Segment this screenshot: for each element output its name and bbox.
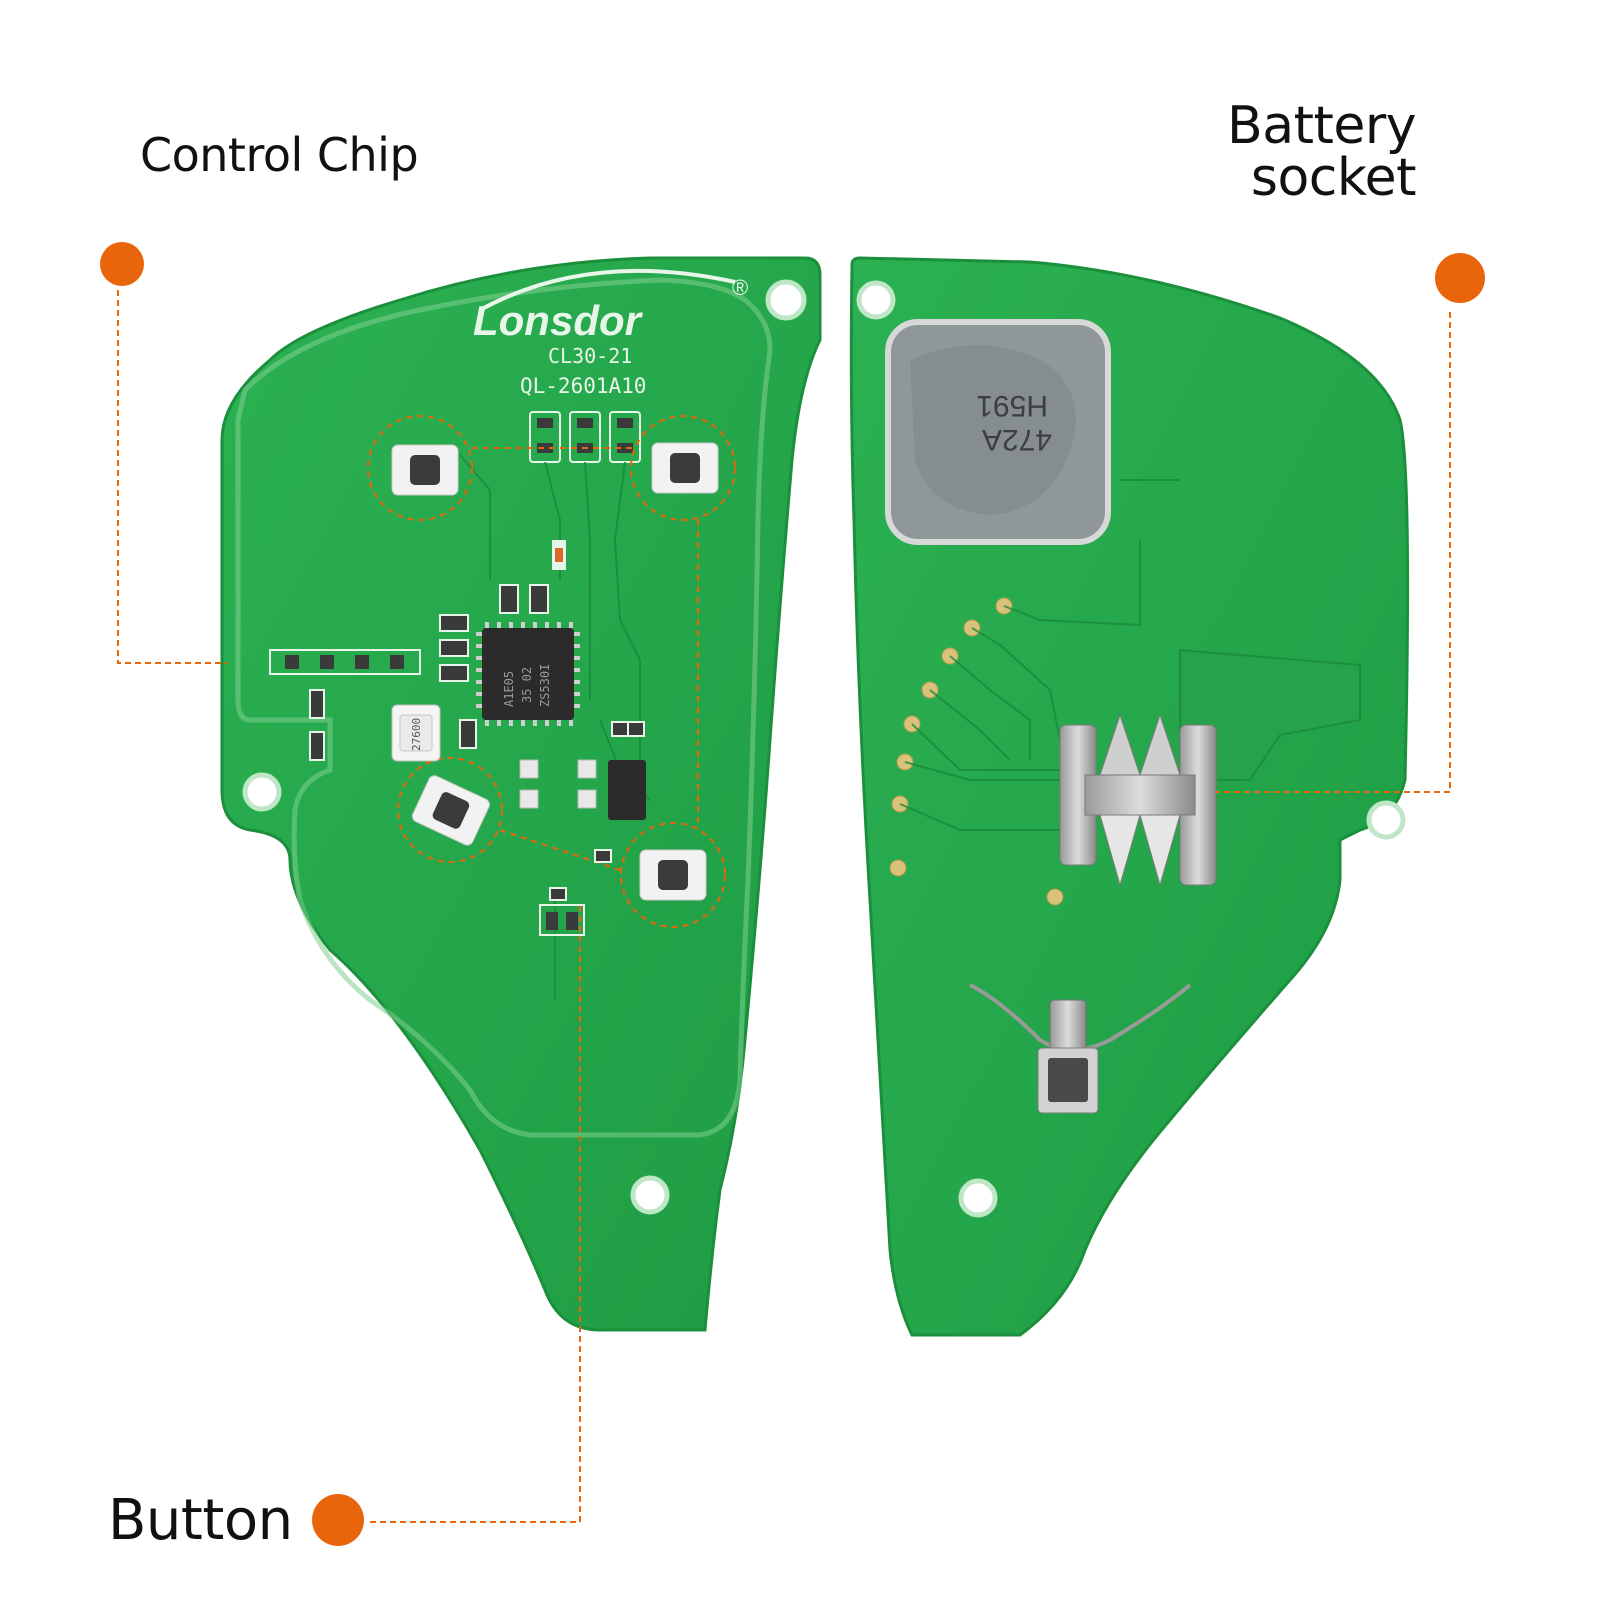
spring-contact bbox=[969, 983, 1192, 1114]
coil-marking-1: 472A bbox=[982, 423, 1052, 456]
model-code-1: CL30-21 bbox=[548, 344, 632, 368]
battery-socket-label-line1: Battery bbox=[1227, 96, 1416, 156]
chip-marking-2: 35 02 bbox=[520, 667, 534, 703]
model-code-2: QL-2601A10 bbox=[520, 374, 646, 398]
button-label: Button bbox=[108, 1488, 293, 1553]
battery-socket-label-line2: socket bbox=[1250, 148, 1417, 208]
control-chip: A1E05 35 02 ZS530I bbox=[476, 622, 580, 726]
callout-battery-socket bbox=[1215, 253, 1485, 793]
left-pcb-board: Lonsdor ® CL30-21 QL-2601A10 bbox=[220, 256, 822, 1332]
crystal-oscillator: 27600 bbox=[391, 704, 441, 762]
smd-components bbox=[269, 540, 646, 936]
battery-socket-clip bbox=[1059, 713, 1217, 887]
tactile-button-3 bbox=[397, 757, 503, 863]
tactile-button-2 bbox=[630, 415, 736, 521]
callout-button bbox=[312, 905, 581, 1546]
right-pcb-board: 472A H591 bbox=[849, 256, 1410, 1337]
battery-socket-label: Battery socket bbox=[1227, 100, 1416, 204]
chip-marking-1: A1E05 bbox=[502, 671, 516, 707]
chip-marking-3: ZS530I bbox=[538, 664, 552, 707]
callout-control-chip bbox=[100, 242, 228, 664]
crystal-marking: 27600 bbox=[410, 718, 423, 751]
coil-component: 472A H591 bbox=[885, 319, 1111, 545]
brand-logo: Lonsdor bbox=[473, 297, 644, 344]
coil-marking-2: H591 bbox=[976, 389, 1048, 422]
control-chip-label: Control Chip bbox=[140, 128, 419, 182]
registered-mark: ® bbox=[732, 275, 748, 300]
tactile-button-4 bbox=[620, 822, 726, 928]
tactile-button-1 bbox=[367, 415, 473, 521]
